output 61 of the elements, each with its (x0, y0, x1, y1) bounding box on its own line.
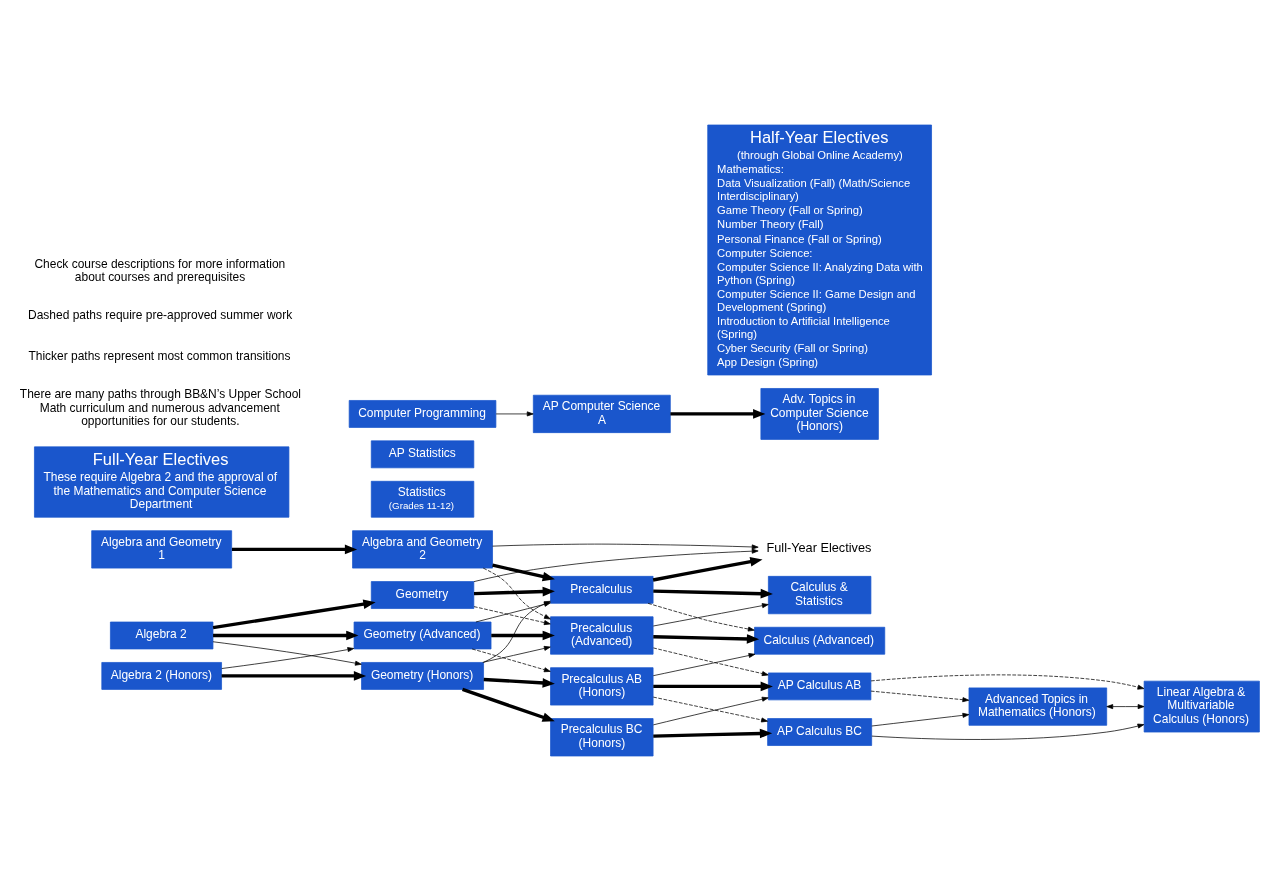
node-text: Full-Year Electives (766, 540, 872, 556)
arrow (670, 409, 766, 419)
arrow (870, 690, 970, 703)
node-box: AP Computer Science A (532, 394, 671, 433)
node-box: Linear Algebra & Multivariable Calculus (Honors) (1143, 680, 1260, 733)
arrow (482, 645, 551, 663)
node-box: AP Calculus AB (768, 672, 872, 701)
arrow (212, 599, 376, 630)
arrow (871, 712, 970, 727)
arrow (652, 653, 756, 677)
arrow (652, 647, 769, 676)
node-box: Precalculus AB (Honors) (550, 667, 654, 706)
node-box: Precalculus (Advanced) (550, 616, 654, 655)
node-box: Geometry (Honors) (361, 662, 484, 690)
arrow (652, 603, 769, 627)
arrow (213, 630, 359, 641)
arrow (653, 681, 773, 692)
node-box: Calculus (Advanced) (754, 626, 886, 655)
arrow (653, 634, 760, 644)
label: Check course descriptions for more information about courses and prerequisites (34, 256, 286, 285)
arrow (461, 687, 555, 722)
node-box: Geometry (Advanced) (353, 621, 492, 650)
node-box: Calculus & Statistics (768, 576, 872, 615)
arrow (473, 548, 759, 582)
arrow (870, 674, 1145, 690)
node-box: Algebra and Geometry 2 (352, 530, 493, 569)
node-box: Geometry (370, 581, 475, 609)
node-box: Algebra 2 (Honors) (101, 662, 222, 690)
node-box: Computer Programming (348, 400, 497, 428)
arrow (647, 603, 755, 632)
label: Dashed paths require pre-approved summer work (28, 308, 293, 323)
arrow (492, 543, 759, 550)
arrow (473, 606, 551, 626)
node-box: Statistics (Grades 11-12) (370, 480, 475, 518)
arrow (653, 588, 773, 599)
node-box: Precalculus (550, 576, 654, 604)
arrow (1106, 704, 1145, 710)
arrow (491, 630, 555, 641)
node-box: AP Calculus BC (767, 718, 873, 746)
label: There are many paths through BB&N’s Upper School Math curriculum and numerous advancement opportunities for our students. (19, 387, 302, 429)
node-box: Full-Year Electives These require Algebra 2 and the approval of the Mathematics and Computer Science Department (34, 446, 290, 518)
arrow (231, 544, 358, 555)
arrow (492, 563, 555, 582)
node-box: Half-Year Electives (through Global Online Academy) Mathematics: Data Visualization (Fall) (Math/Science Interdisciplinary) Game Theory (Fall or Spring) Number Theory (Fall) Personal Finance (Fall or Spring) Computer Science: Computer Science II: Analyzing Data with Python (Spring) Computer Science II: Game Design and Development (Spring) Introduction to Artificial Intelligence (Spring) Cyber Security (Fall or Spring) App Design (Spring) (707, 124, 932, 376)
arrow (653, 728, 773, 739)
arrow (221, 647, 355, 669)
arrow (473, 586, 555, 597)
node-box: Algebra and Geometry 1 (91, 530, 233, 569)
arrow (871, 723, 1145, 740)
arrow (221, 671, 367, 681)
node-box: Algebra 2 (110, 621, 214, 650)
arrow (212, 641, 362, 666)
node-box: Precalculus BC (Honors) (550, 718, 654, 757)
node-box: Adv. Topics in Computer Science (Honors) (760, 388, 879, 440)
label: Thicker paths represent most common transitions (28, 348, 291, 363)
node-box: AP Statistics (370, 440, 475, 469)
arrow (471, 648, 551, 673)
arrow (495, 411, 534, 417)
node-box: Advanced Topics in Mathematics (Honors) (968, 687, 1108, 726)
arrow (483, 677, 555, 688)
arrow (652, 557, 763, 582)
